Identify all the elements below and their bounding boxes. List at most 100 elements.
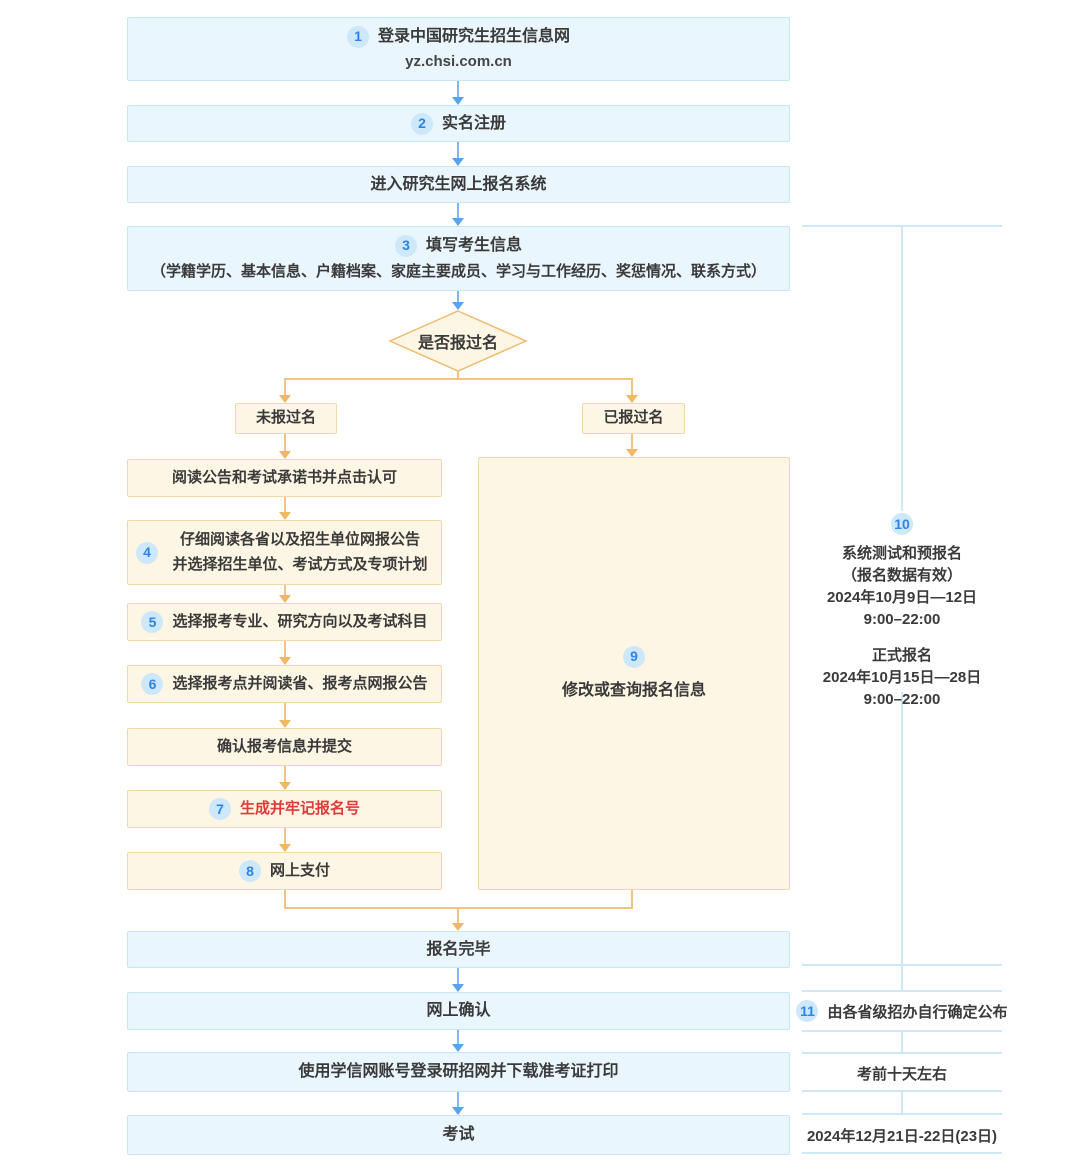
- bracket-line: [802, 964, 1002, 966]
- flow-arrow: [279, 497, 291, 520]
- node-read-province-notice: 4 仔细阅读各省以及招生单位网报公告 并选择招生单位、考试方式及专项计划: [127, 520, 442, 585]
- flow-arrow: [279, 585, 291, 603]
- flow-arrow: [626, 378, 638, 403]
- branch-label-text: 未报过名: [255, 409, 316, 427]
- flow-arrow: [279, 641, 291, 665]
- pre-registration-note: （报名数据有效）: [841, 567, 962, 584]
- node-online-payment: 8 网上支付: [127, 852, 442, 890]
- flow-arrow: [452, 203, 464, 226]
- pre-registration-date: 2024年10月9日—12日: [826, 589, 978, 606]
- flow-arrow: [452, 81, 464, 105]
- node-enter-system: 进入研究生网上报名系统: [127, 166, 790, 203]
- node-title: 考试: [442, 1126, 475, 1144]
- bracket-line: [901, 966, 903, 990]
- flow-line: [284, 890, 286, 909]
- node-title: 使用学信网账号登录研招网并下载准考证打印: [298, 1063, 619, 1081]
- node-title: 进入研究生网上报名系统: [370, 175, 547, 193]
- node-url: yz.chsi.com.cn: [405, 52, 512, 70]
- flow-arrow: [279, 766, 291, 790]
- annotation-text: 考前十天左右: [856, 1065, 947, 1083]
- step-badge: 2: [410, 112, 433, 135]
- flow-line: [631, 890, 633, 909]
- node-title: 填写考生信息: [425, 237, 522, 255]
- node-line1: 仔细阅读各省以及招生单位网报公告: [179, 531, 420, 549]
- pre-registration-title: 系统测试和预报名: [841, 545, 962, 562]
- flow-arrow: [452, 142, 464, 166]
- annotation-online-confirm: 11 由各省级招办自行确定公布: [775, 996, 1029, 1026]
- node-remember-number: 7 生成并牢记报名号: [127, 790, 442, 828]
- branch-label-yes: 已报过名: [582, 403, 685, 434]
- step-badge: 11: [796, 1000, 819, 1022]
- node-detail: （学籍学历、基本信息、户籍档案、家庭主要成员、学习与工作经历、奖惩情况、联系方式…: [150, 262, 766, 280]
- step-badge: 1: [346, 25, 369, 48]
- step-badge: 3: [394, 234, 417, 257]
- node-exam: 考试: [127, 1115, 790, 1155]
- node-choose-exam-site: 6 选择报考点并阅读省、报考点网报公告: [127, 665, 442, 703]
- node-choose-major: 5 选择报考专业、研究方向以及考试科目: [127, 603, 442, 641]
- pre-registration-time: 9:00–22:00: [863, 611, 941, 628]
- node-register: 2 实名注册: [127, 105, 790, 142]
- node-title: 网上确认: [426, 1002, 491, 1020]
- node-finish: 报名完毕: [127, 931, 790, 968]
- official-registration-time: 9:00–22:00: [863, 691, 941, 708]
- bracket-line: [802, 1113, 1002, 1115]
- annotation-exam-date: 2024年12月21日-22日(23日): [780, 1120, 1024, 1150]
- node-read-notice: 阅读公告和考试承诺书并点击认可: [127, 459, 442, 497]
- bracket-line: [901, 692, 903, 965]
- step-badge: 9: [623, 645, 645, 668]
- node-title: 登录中国研究生招生信息网: [377, 28, 570, 46]
- flow-arrow: [452, 1030, 464, 1052]
- node-download-ticket: 使用学信网账号登录研招网并下载准考证打印: [127, 1052, 790, 1092]
- annotation-text: 2024年12月21日-22日(23日): [806, 1127, 998, 1145]
- flow-arrow: [626, 434, 638, 457]
- flow-arrow: [452, 968, 464, 992]
- decision-diamond: 是否报过名: [388, 309, 528, 373]
- node-confirm-submit: 确认报考信息并提交: [127, 728, 442, 766]
- node-title: 确认报考信息并提交: [216, 737, 352, 755]
- bracket-line: [802, 1030, 1002, 1032]
- flow-arrow: [452, 908, 464, 931]
- step-badge: 10: [891, 513, 913, 535]
- bracket-line: [802, 990, 1002, 992]
- node-line2: 并选择招生单位、考试方式及专项计划: [172, 555, 428, 573]
- bracket-line: [802, 1152, 1002, 1154]
- official-registration-title: 正式报名: [871, 647, 932, 664]
- flow-arrow: [279, 703, 291, 728]
- step-badge: 6: [141, 673, 164, 695]
- annotation-text: 由各省级招办自行确定公布: [827, 1003, 1008, 1021]
- node-fill-info: 3 填写考生信息 （学籍学历、基本信息、户籍档案、家庭主要成员、学习与工作经历、…: [127, 226, 790, 291]
- step-badge: 5: [141, 611, 164, 633]
- node-modify-query: 9 修改或查询报名信息: [478, 457, 790, 890]
- flow-arrow: [452, 1092, 464, 1115]
- bracket-line: [901, 225, 903, 511]
- bracket-line: [802, 1090, 1002, 1092]
- flow-arrow: [452, 291, 464, 310]
- flow-arrow: [279, 434, 291, 459]
- node-title: 选择报考专业、研究方向以及考试科目: [172, 612, 428, 630]
- bracket-line: [901, 1092, 903, 1113]
- step-badge: 7: [208, 798, 231, 820]
- node-title: 选择报考点并阅读省、报考点网报公告: [172, 674, 428, 692]
- bracket-line: [802, 1052, 1002, 1054]
- branch-label-text: 已报过名: [603, 409, 664, 427]
- branch-label-no: 未报过名: [235, 403, 337, 434]
- node-title: 网上支付: [269, 861, 330, 879]
- flow-line: [284, 378, 633, 380]
- node-title: 修改或查询报名信息: [561, 681, 706, 699]
- node-title: 报名完毕: [426, 940, 491, 958]
- official-registration-date: 2024年10月15日—28日: [822, 669, 982, 686]
- node-title: 实名注册: [441, 114, 506, 132]
- sidebar-registration-periods: 10 系统测试和预报名 （报名数据有效） 2024年10月9日—12日 9:00…: [780, 513, 1024, 711]
- flow-arrow: [279, 378, 291, 403]
- bracket-line: [901, 1032, 903, 1052]
- node-online-confirm: 网上确认: [127, 992, 790, 1030]
- flow-arrow: [279, 828, 291, 852]
- step-badge: 4: [136, 541, 158, 564]
- node-login: 1 登录中国研究生招生信息网 yz.chsi.com.cn: [127, 17, 790, 81]
- decision-label: 是否报过名: [417, 335, 498, 352]
- flow-line: [457, 371, 459, 379]
- node-title-red: 生成并牢记报名号: [239, 799, 360, 817]
- node-title: 阅读公告和考试承诺书并点击认可: [171, 468, 397, 486]
- annotation-download-ticket: 考前十天左右: [780, 1058, 1024, 1088]
